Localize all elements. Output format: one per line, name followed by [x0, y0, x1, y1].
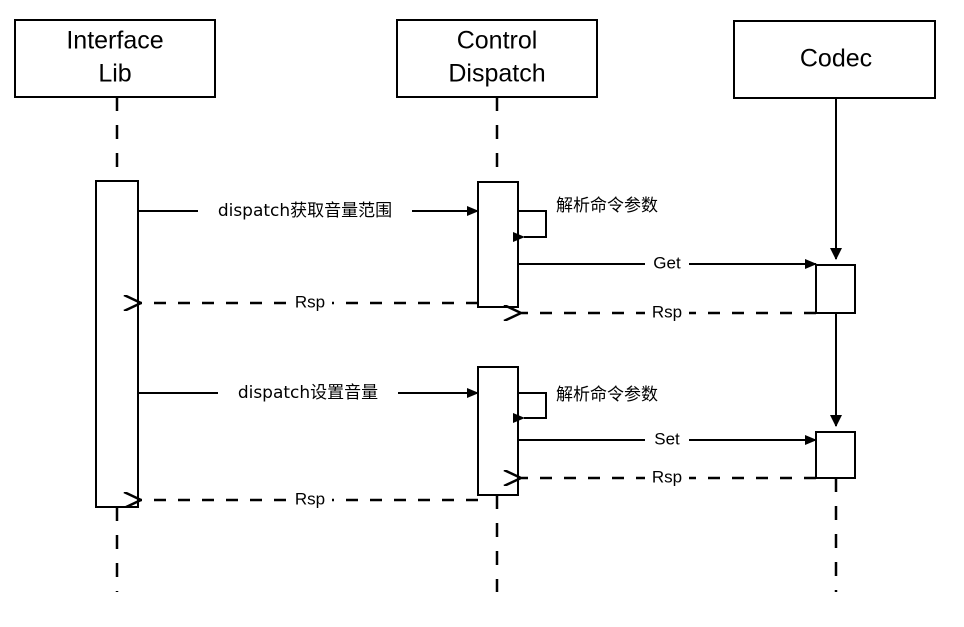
message-label-8: Rsp	[295, 489, 325, 508]
message-label-7: Rsp	[652, 467, 682, 486]
message-set[interactable]: Set	[518, 429, 817, 451]
participant-label-interface-lib-line1: Interface	[66, 27, 163, 55]
self-message-line-1	[513, 210, 547, 242]
participant-label-interface-lib-line2: Lib	[98, 60, 131, 88]
message-label-3: Rsp	[652, 302, 682, 321]
participant-label-codec-line1: Codec	[800, 45, 872, 73]
activation-bar-codec-2[interactable]	[815, 431, 856, 479]
activation-bar-interface-lib-1[interactable]	[95, 180, 139, 508]
message-label-bg-1	[198, 200, 412, 222]
participant-head-control-dispatch[interactable]: Control Dispatch	[396, 19, 598, 98]
message-label-bg-8	[288, 489, 332, 511]
participant-head-codec[interactable]: Codec	[733, 20, 936, 99]
message-label-2: Get	[653, 253, 681, 272]
message-label-5: dispatch设置音量	[238, 383, 378, 403]
activation-bar-control-dispatch-2[interactable]	[477, 366, 519, 496]
self-message-parse-command-params-2[interactable]: 解析命令参数	[513, 385, 658, 423]
message-label-bg-6	[645, 429, 689, 451]
message-dispatch-set-volume[interactable]: dispatch设置音量	[138, 382, 479, 404]
self-message-label-1: 解析命令参数	[556, 196, 658, 216]
message-label-1: dispatch获取音量范围	[218, 201, 392, 221]
message-label-6: Set	[654, 429, 680, 448]
activation-bar-codec-1[interactable]	[815, 264, 856, 314]
message-label-bg-3	[645, 302, 689, 324]
self-message-line-2	[513, 392, 547, 423]
message-rsp-codec-to-dispatch-2[interactable]: Rsp	[520, 467, 816, 489]
participant-head-interface-lib[interactable]: Interface Lib	[14, 19, 216, 98]
participant-label-control-dispatch-line2: Dispatch	[448, 60, 545, 88]
message-get[interactable]: Get	[518, 253, 817, 275]
message-label-4: Rsp	[295, 292, 325, 311]
participant-label-control-dispatch-line1: Control	[457, 27, 538, 55]
message-rsp-dispatch-to-interface-2[interactable]: Rsp	[140, 489, 478, 511]
message-rsp-codec-to-dispatch-1[interactable]: Rsp	[520, 302, 816, 324]
message-dispatch-get-volume-range[interactable]: dispatch获取音量范围	[138, 200, 479, 222]
self-message-parse-command-params-1[interactable]: 解析命令参数	[513, 196, 658, 242]
message-label-bg-5	[218, 382, 398, 404]
message-rsp-dispatch-to-interface-1[interactable]: Rsp	[140, 292, 478, 314]
participant-box-interface-lib	[14, 19, 216, 98]
message-label-bg-4	[288, 292, 332, 314]
message-label-bg-7	[645, 467, 689, 489]
self-message-label-2: 解析命令参数	[556, 385, 658, 405]
participant-box-codec	[733, 20, 936, 99]
participant-box-control-dispatch	[396, 19, 598, 98]
activation-bar-control-dispatch-1[interactable]	[477, 181, 519, 308]
message-label-bg-2	[645, 253, 689, 275]
